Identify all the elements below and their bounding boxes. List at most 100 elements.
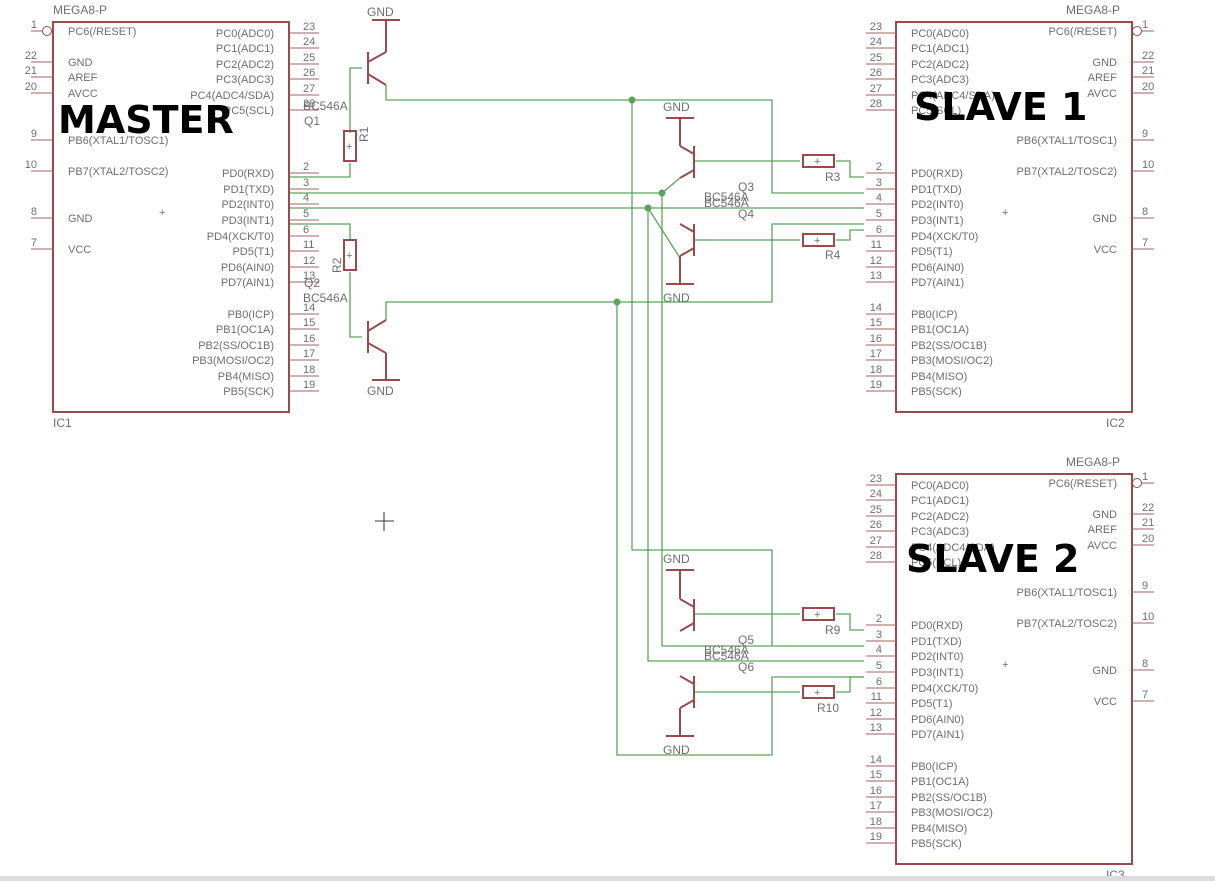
pin-label: PC5(SCL) [911,557,961,569]
pin-number: 22 [1142,502,1154,514]
pin-number: 2 [876,613,882,625]
gnd-label: GND [367,5,394,19]
parts: + + + + + + [343,19,835,737]
pin-number: 23 [870,473,882,485]
ic-origin-mark: + [1002,207,1008,219]
pin-number: 9 [1142,580,1148,592]
pin-number: 28 [870,550,882,562]
transistor-name: Q6 [738,660,754,674]
pin-label: PB0(ICP) [911,309,957,321]
wire [385,85,864,194]
ic-name-label: IC1 [53,416,72,430]
transistor-value: BC546A [704,196,749,210]
pin-number: 23 [303,21,315,33]
pin-number: 22 [1142,50,1154,62]
transistor-q1 [367,19,400,86]
ic-origin-mark: + [159,207,165,219]
pin-number: 26 [870,67,882,79]
pin-label: VCC [1094,244,1117,256]
pin-number: 27 [870,83,882,95]
resistor-plus: + [346,141,352,153]
pin-number: 4 [876,644,882,656]
pin-label: PD5(T1) [232,246,274,258]
pin-number: 22 [25,50,37,62]
pin-label: PB7(XTAL2/TOSC2) [1017,618,1117,630]
ic-type-label: MEGA8-P [53,3,107,17]
pin-label: PB2(SS/OC1B) [911,792,987,804]
pin-label: PB7(XTAL2/TOSC2) [68,166,168,178]
pin-number: 3 [876,629,882,641]
transistor-name: Q4 [738,207,754,221]
pin-number: 12 [870,255,882,267]
reset-inversion-circle [1132,478,1142,488]
pin-label: AREF [68,72,98,84]
pin-number: 4 [876,192,882,204]
pin-label: PC1(ADC1) [911,43,969,55]
gnd-label: GND [663,743,690,757]
pin-label: PC3(ADC3) [216,74,274,86]
pin-number: 27 [870,535,882,547]
pin-number: 1 [1142,19,1148,31]
pin-label: PB2(SS/OC1B) [198,340,274,352]
reset-inversion-circle [42,26,52,36]
pin-number: 7 [31,237,37,249]
pin-number: 25 [870,52,882,64]
pin-number: 1 [31,19,37,31]
pin-number: 10 [1142,159,1154,171]
pin-label: PD5(T1) [911,698,953,710]
wire [836,676,864,693]
pin-number: 20 [25,81,37,93]
pin-label: PD6(AIN0) [221,262,274,274]
pin-label: PB4(MISO) [911,371,967,383]
junction-dot [628,96,636,104]
pin-number: 16 [870,333,882,345]
transistor-name: Q2 [304,276,320,290]
title-slave-1: SLAVE 1 [914,85,1087,129]
pin-label: PC0(ADC0) [216,28,274,40]
pin-label: PC6(/RESET) [68,26,136,38]
wire [661,177,681,194]
pin-label: PB6(XTAL1/TOSC1) [68,135,168,147]
pin-number: 24 [870,36,882,48]
pin-label: PD0(RXD) [222,168,274,180]
transistor-q5 [666,569,695,632]
resistor-plus: + [814,609,820,621]
pin-label: PD2(INT0) [911,199,964,211]
resistor-plus: + [814,235,820,247]
pin-number: 12 [870,707,882,719]
pin-number: 26 [870,519,882,531]
ic-type-label: MEGA8-P [1066,455,1120,469]
transistor-value: BC546A [704,643,749,657]
pin-number: 15 [303,317,315,329]
resistor-name: R1 [357,126,371,142]
junction-dot [644,204,652,212]
pin-number: 11 [303,239,314,251]
transistor-name: Q1 [304,114,320,128]
wire [661,193,864,647]
pin-label: PB0(ICP) [228,309,274,321]
pin-number: 26 [303,67,315,79]
pin-label: PB4(MISO) [218,371,274,383]
pin-number: 7 [1142,689,1148,701]
ic-master: MEGA8-PIC1+1PC6(/RESET)22GND21AREF20AVCC… [25,3,319,430]
gnd-label: GND [663,100,690,114]
pin-label: GND [1093,509,1118,521]
pin-number: 27 [303,83,315,95]
pin-label: PD4(XCK/T0) [911,231,978,243]
pin-label: PB0(ICP) [911,761,957,773]
pin-label: PB3(MOSI/OC2) [911,807,993,819]
pin-number: 14 [870,302,882,314]
pin-number: 20 [1142,81,1154,93]
pin-number: 2 [876,161,882,173]
pin-label: PD1(TXD) [223,184,274,196]
pin-label: PD5(T1) [911,246,953,258]
pin-number: 19 [303,379,315,391]
pin-number: 4 [303,192,309,204]
pin-number: 12 [303,255,315,267]
resistor-name: R4 [825,248,841,262]
transistor-value: BC546A [303,99,348,113]
cursor-crosshair-icon [375,512,394,531]
pin-label: PC5(SCL) [224,105,274,117]
pin-number: 21 [1142,65,1154,77]
